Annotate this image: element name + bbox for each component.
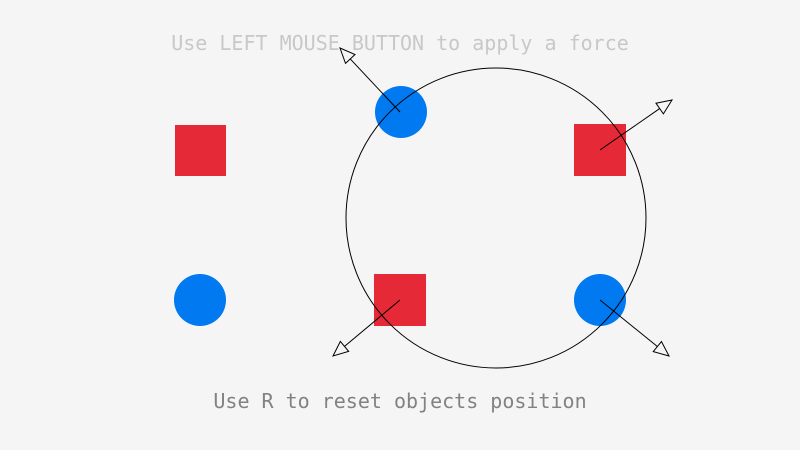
instruction-reset: Use R to reset objects position [213, 389, 587, 413]
force-arrow-line-square-right [599, 108, 660, 151]
force-arrow-head-icon-square-right [655, 99, 674, 115]
physics-object-square-left[interactable] [175, 125, 226, 176]
physics-object-circle-left[interactable] [174, 274, 226, 326]
force-arrow-line-square-center [344, 299, 401, 347]
force-arrow-line-circle-top [349, 58, 401, 113]
instruction-apply-force: Use LEFT MOUSE BUTTON to apply a force [171, 31, 629, 55]
force-arrow-head-icon-circle-top [339, 47, 356, 65]
force-arrow-head-icon-square-center [332, 340, 350, 357]
force-arrow-head-icon-circle-right [652, 340, 670, 357]
force-arrow-line-circle-right [599, 299, 658, 347]
boundary-circle [345, 67, 647, 369]
